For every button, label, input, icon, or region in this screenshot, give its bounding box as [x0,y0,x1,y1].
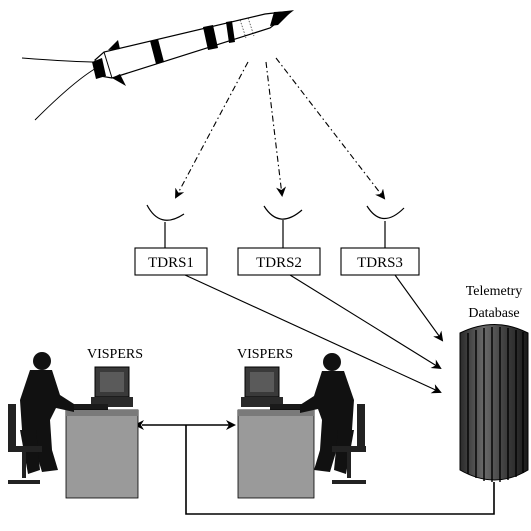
desk [65,409,139,499]
satellite-dish-icon [263,205,303,248]
operator-silhouette-icon [8,352,74,484]
data-links [184,274,444,394]
signal-links [175,57,386,200]
tdrs-station-3: TDRS3 [340,247,420,276]
database-network-line [185,425,495,515]
operator-silhouette-icon [300,353,366,484]
workstation-left: VISPERS [8,347,143,499]
computer-monitor-icon [241,366,308,410]
link-arrow-tdrs2 [289,274,442,370]
satellite-dish-icon [146,204,185,248]
database-label-line1: Telemetry [466,284,523,299]
signal-arrow-tdrs2 [265,61,287,197]
workstation-label: VISPERS [237,347,293,362]
link-arrow-tdrs3 [394,274,444,342]
tdrs-label: TDRS3 [357,255,403,271]
database-cylinder-icon: Telemetry Database [459,284,529,482]
computer-monitor-icon [72,366,133,410]
satellite-dish-icon [366,205,405,248]
database-label-line2: Database [468,306,519,321]
tdrs-label: TDRS2 [256,255,302,271]
rocket-icon [21,10,295,121]
signal-arrow-tdrs3 [275,57,386,200]
workstation-label: VISPERS [87,347,143,362]
network-links [134,420,495,515]
workstation-right: VISPERS [237,347,366,499]
tdrs-station-2: TDRS2 [237,247,321,276]
signal-arrow-tdrs1 [175,61,249,199]
desk [237,409,315,499]
tdrs-label: TDRS1 [148,255,194,271]
link-arrow-tdrs1 [184,274,442,394]
tdrs-station-1: TDRS1 [134,247,208,276]
